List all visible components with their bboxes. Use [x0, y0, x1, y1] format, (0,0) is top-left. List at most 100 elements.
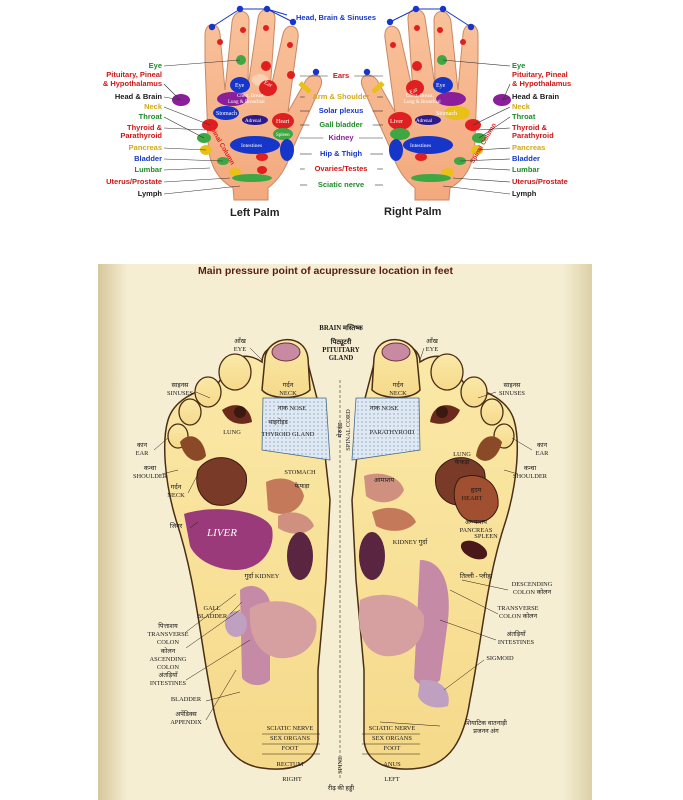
- foot-left-inner-label: गुर्दा KIDNEY: [245, 572, 280, 580]
- foot-right-inner-label: तिल्ली - प्लीहा: [460, 572, 493, 580]
- foot-bottom-label: SCIATIC NERVE: [267, 725, 314, 732]
- spinal-cord-label: SPINAL CORD: [345, 409, 352, 451]
- leader-line: [419, 347, 425, 361]
- foot-right-label: SHOULDER: [513, 473, 548, 480]
- leader-line: [205, 691, 241, 702]
- foot-right-inner-label: गर्दन: [393, 381, 404, 389]
- leader-line: [476, 147, 511, 151]
- leader-line: [163, 116, 205, 139]
- left-palm-caption: Left Palm: [230, 207, 280, 219]
- leader-line: [449, 589, 499, 615]
- left-organ-stomach: Stomach: [216, 111, 237, 117]
- foot-left-inner-label: नाक NOSE: [278, 405, 306, 412]
- foot-top-label: पिट्यूटरी: [330, 337, 353, 347]
- hand-left-label: Pancreas: [129, 143, 162, 152]
- spinal-cord-hindi-label: मेरुदंड: [336, 422, 344, 437]
- hand-right-label: Neck: [512, 102, 531, 111]
- foot-right-inner-label: फेफड़ा: [455, 458, 470, 466]
- leader-line: [472, 106, 511, 126]
- foot-left-label: GALL: [203, 605, 220, 612]
- right-foot-outline: [163, 338, 331, 770]
- hand-right-label: Head & Brain: [512, 92, 560, 101]
- foot-left-label: अपेंडिक्स: [175, 710, 197, 718]
- hand-right-label: Uterus/Prostate: [512, 177, 568, 186]
- foot-right-label: DESCENDING: [512, 581, 553, 588]
- leader-line: [163, 167, 211, 171]
- foot-right-label: अंतड़ियाँ: [507, 630, 527, 638]
- foot-top-label: PITUITARY: [322, 347, 359, 354]
- leader-line: [185, 639, 251, 681]
- leader-line: [459, 158, 511, 162]
- hand-right-label: Lumbar: [512, 165, 540, 174]
- hand-center-label: Kidney: [328, 133, 354, 142]
- foot-right-label: EYE: [426, 346, 439, 353]
- foot-right-label: TRANSVERSE: [497, 605, 538, 612]
- foot-right-label: COLON कोलन: [513, 588, 552, 596]
- leader-line: [185, 609, 241, 649]
- foot-right-label: प्रजनन अंग: [473, 727, 499, 735]
- leader-line: [442, 185, 511, 195]
- foot-right-inner-label: आमाशय: [374, 477, 394, 484]
- foot-left-label: कोलन: [161, 647, 176, 655]
- left-foot-outline: [351, 338, 519, 770]
- foot-left-label: कान: [137, 442, 148, 449]
- foot-right-label: SIGMOID: [486, 655, 514, 662]
- foot-bottom-label: ANUS: [383, 761, 401, 768]
- foot-right-inner-label: HEART: [462, 495, 483, 502]
- foot-left-inner-label: STOMACH: [284, 469, 316, 476]
- foot-left-label: पित्ताशय: [158, 622, 178, 630]
- leader-line: [163, 147, 207, 151]
- foot-reflexology-chart: Main pressure point of acupressure locat…: [98, 264, 592, 800]
- foot-right-label: आँख: [426, 337, 439, 345]
- foot-right-label: INTESTINES: [498, 639, 535, 646]
- hand-right-label: Thyroid &: [512, 123, 548, 132]
- right-hand: [361, 5, 511, 201]
- left-organ-lung: Lung & Bronchial: [228, 100, 265, 105]
- left-organ-chest: Chest, Breast,: [237, 94, 265, 99]
- right-palm-caption: Right Palm: [384, 206, 442, 218]
- leader-line: [153, 437, 169, 451]
- hand-left-label: Parathyroid: [120, 131, 162, 140]
- hand-left-label: Neck: [144, 102, 163, 111]
- right-organ-chest: Chest, Breast,: [406, 94, 434, 99]
- leader-line: [161, 469, 179, 475]
- hand-center-label: Solar plexus: [319, 106, 364, 115]
- foot-right-label: कान: [537, 442, 548, 449]
- hand-left-label: Lymph: [138, 189, 163, 198]
- hand-right-label: & Hypothalamus: [512, 79, 571, 88]
- foot-bottom-label: RECTUM: [277, 761, 304, 768]
- leader-line: [442, 59, 511, 67]
- leader-line: [163, 127, 206, 131]
- foot-left-label: NECK: [167, 492, 185, 499]
- hand-right-label: Pancreas: [512, 143, 545, 152]
- left-organ-eye: Eye: [235, 83, 245, 89]
- head-brain-sinuses-label: Head, Brain & Sinuses: [296, 13, 376, 22]
- leader-line: [185, 593, 237, 633]
- hand-center-label: Gall bladder: [319, 120, 362, 129]
- leader-line: [229, 601, 243, 615]
- foot-left-label: गर्दन: [171, 483, 182, 491]
- foot-left-label: TRANSVERSE: [147, 631, 188, 638]
- foot-left-inner-label: थाइरोइड: [268, 418, 288, 426]
- hand-reflexology-chart: Eye Ear Chest, Breast, Lung & Bronchial …: [103, 5, 571, 219]
- leader-line: [163, 96, 182, 101]
- foot-left-label: APPENDIX: [170, 719, 202, 726]
- foot-left-label: SHOULDER: [133, 473, 168, 480]
- foot-bottom-label: SPINE: [337, 756, 344, 774]
- foot-bottom-label: SEX ORGANS: [372, 735, 412, 742]
- foot-left-inner-label: LUNG: [223, 429, 241, 436]
- right-organ-adrenal: Adrenal: [416, 119, 433, 124]
- leader-line: [163, 177, 231, 183]
- foot-left-label: BLADDER: [197, 613, 228, 620]
- left-organ-adrenal: Adrenal: [245, 119, 262, 124]
- foot-right-label: शियाटिक वातनाड़ी: [465, 719, 507, 727]
- hand-right-label: Pituitary, Pineal: [512, 70, 568, 79]
- hand-right-label: Eye: [512, 61, 525, 70]
- hand-center-label: Sciatic nerve: [318, 180, 364, 189]
- right-organ-stomach: Stomach: [436, 111, 457, 117]
- foot-right-inner-label: NECK: [389, 390, 407, 397]
- hand-left-label: & Hypothalamus: [103, 79, 162, 88]
- hand-right-label: Throat: [512, 112, 536, 121]
- leader-line: [163, 106, 211, 126]
- left-hand: Eye Ear Chest, Breast, Lung & Bronchial …: [172, 5, 322, 201]
